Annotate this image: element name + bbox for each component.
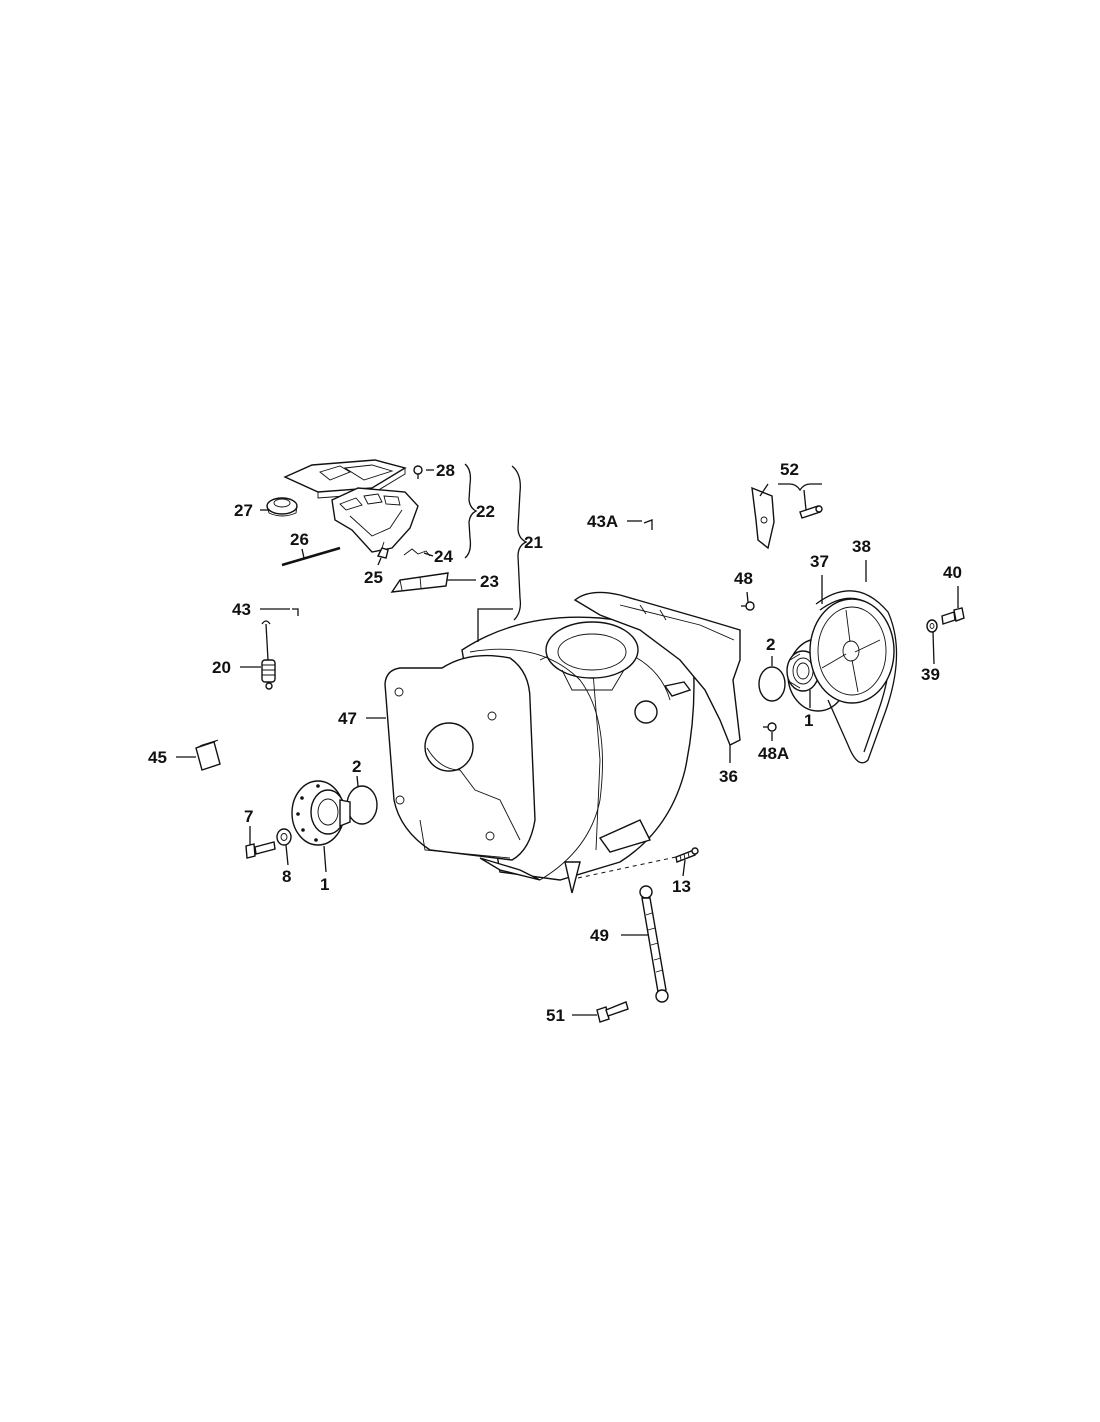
part-26-rod (281, 546, 341, 567)
callout-2-left: 2 (352, 757, 361, 776)
callout-47: 47 (338, 709, 357, 728)
callout-45: 45 (148, 748, 167, 767)
callout-2-right: 2 (766, 635, 775, 654)
dispenser-lid (283, 459, 407, 499)
callout-39: 39 (921, 665, 940, 684)
part-36-counterweight (573, 591, 741, 746)
bracket-22 (464, 463, 478, 559)
callout-23: 23 (480, 572, 499, 591)
callout-51: 51 (546, 1006, 565, 1025)
callout-22: 22 (476, 502, 495, 521)
part-27-float (266, 497, 298, 517)
callout-48a: 48A (758, 744, 789, 763)
part-49-shock-absorber (639, 885, 669, 1003)
callout-43a: 43A (587, 512, 618, 531)
leader-lines (176, 469, 959, 1016)
callout-1-left: 1 (320, 875, 329, 894)
part-23-water-guide (390, 572, 449, 593)
part-40-bolt (941, 607, 965, 625)
callout-52: 52 (780, 460, 799, 479)
tub-feet (479, 857, 581, 894)
callout-1-right: 1 (804, 711, 813, 730)
callout-27: 27 (234, 501, 253, 520)
part-48a-screw (763, 722, 777, 732)
part-52-bracket (751, 486, 823, 550)
part-2-o-ring-right (758, 666, 786, 702)
part-8-washer (276, 828, 292, 846)
part-13-screw (675, 847, 699, 863)
part-25-clip (376, 541, 389, 559)
part-20-spring (261, 620, 276, 690)
part-48-screw (741, 601, 755, 611)
callout-48: 48 (734, 569, 753, 588)
part-24-spring-clip (403, 548, 431, 557)
part-39-washer (926, 619, 938, 633)
part-37-pulley (809, 598, 895, 704)
callout-28: 28 (436, 461, 455, 480)
callout-26: 26 (290, 530, 309, 549)
callout-43: 43 (232, 600, 251, 619)
callout-7: 7 (244, 807, 253, 826)
callout-8: 8 (282, 867, 291, 886)
part-51-bolt (596, 1001, 629, 1023)
callout-25: 25 (364, 568, 383, 587)
part-1-bearing-left (291, 780, 351, 846)
dispenser-tray (331, 487, 419, 553)
part-43-hook (292, 608, 299, 616)
tub-top-inlet (545, 621, 639, 691)
callout-13: 13 (672, 877, 691, 896)
callout-21: 21 (524, 533, 543, 552)
part-7-bolt (245, 841, 276, 859)
callout-40: 40 (943, 563, 962, 582)
part-45-block (195, 739, 221, 771)
part-2-o-ring-left (346, 785, 378, 825)
callout-37: 37 (810, 552, 829, 571)
part-47-tub-front-half (384, 648, 603, 881)
callout-24: 24 (434, 547, 453, 566)
callout-49: 49 (590, 926, 609, 945)
callout-36: 36 (719, 767, 738, 786)
bracket-21 (511, 465, 528, 621)
callout-20: 20 (212, 658, 231, 677)
callout-38: 38 (852, 537, 871, 556)
part-28-screw (413, 465, 423, 479)
dashed-assembly-line (577, 856, 677, 879)
part-43a-hook (643, 519, 653, 530)
